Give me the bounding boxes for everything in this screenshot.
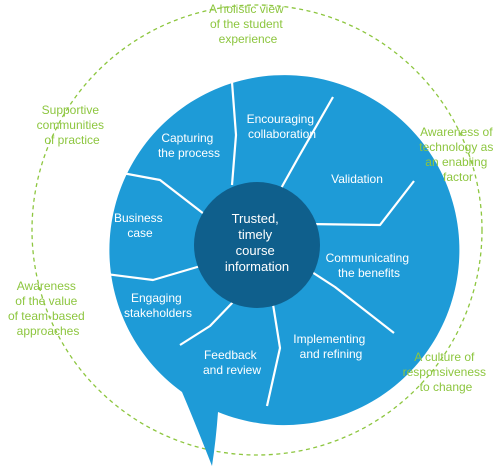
outer-label-awareness-of-technology: Awareness of technology as an enabling f…	[419, 125, 496, 184]
outer-label-holistic-view: A holistic view of the student experienc…	[209, 2, 287, 46]
outer-label-supportive-communities: Supportive communities of practice	[37, 103, 108, 147]
divider-capturing-collab	[230, 81, 238, 186]
segment-label-validation: Validation	[331, 172, 383, 186]
segment-label-encouraging-collaboration: Encouraging collaboration	[247, 112, 318, 141]
center-circle	[194, 182, 320, 308]
segment-label-communicating-the-benefits: Communicating the benefits	[326, 251, 413, 280]
divider-engaging-business	[97, 263, 205, 282]
divider-feedback-engaging	[179, 299, 236, 346]
outer-label-awareness-team-based: Awareness of the value of team-based app…	[8, 279, 88, 338]
segment-label-capturing-the-process: Capturing the process	[158, 131, 220, 160]
divider-implementing-feedback	[265, 297, 282, 407]
outer-label-culture-of-responsiveness: A culture of responsiveness to change	[403, 350, 490, 394]
outer-labels: A holistic view of the student experienc…	[8, 2, 496, 394]
center-label: Trusted, timely course information	[225, 211, 289, 274]
segment-label-engaging-stakeholders: Engaging stakeholders	[124, 291, 192, 320]
segment-label-feedback-and-review: Feedback and review	[203, 348, 261, 377]
segment-label-business-case: Business case	[114, 211, 166, 240]
segment-label-implementing-and-refining: Implementing and refining	[293, 332, 368, 361]
outer-dashed-ring	[31, 4, 483, 456]
divider-validation-communicating	[307, 180, 415, 227]
divider-business-capturing	[105, 168, 205, 215]
